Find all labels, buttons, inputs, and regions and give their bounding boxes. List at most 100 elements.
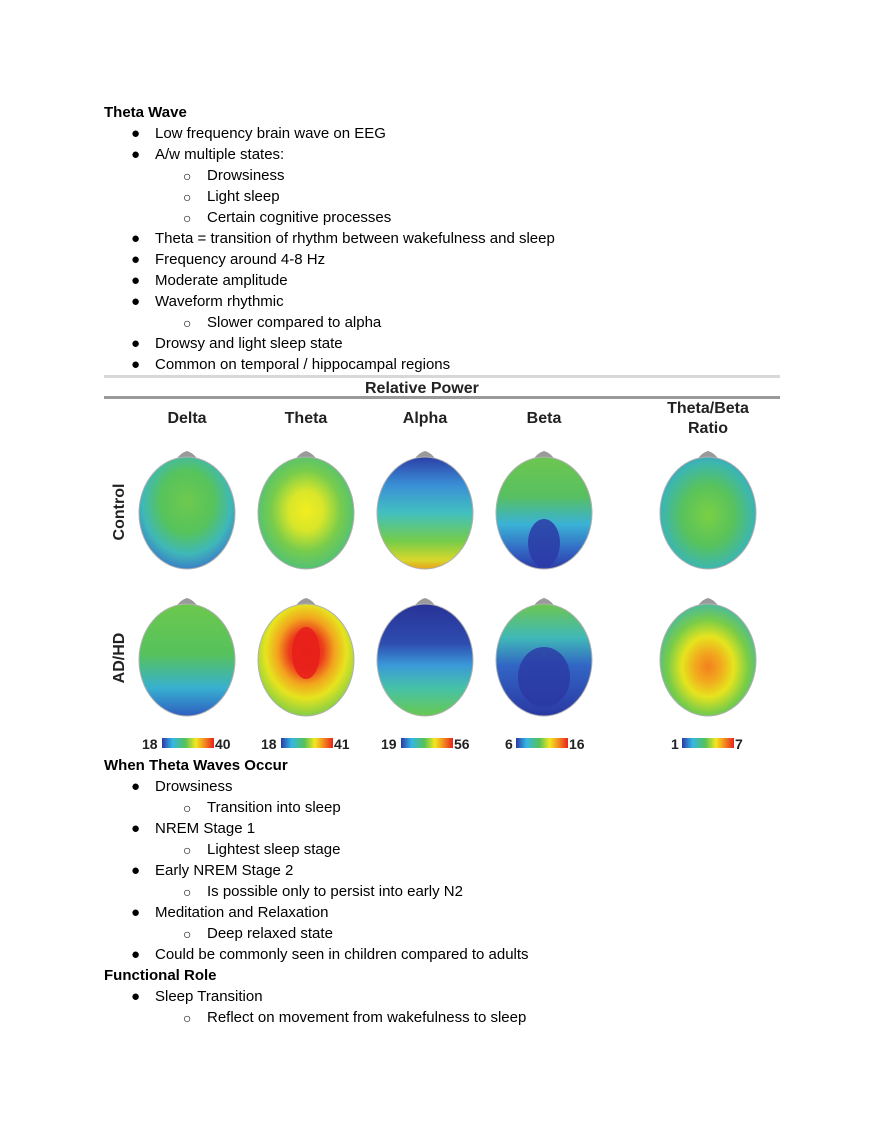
list-item: ● Moderate amplitude: [131, 271, 288, 291]
head-map-adhd-alpha: [376, 598, 474, 717]
scale-max-label: 7: [735, 736, 743, 752]
list-item-text: NREM Stage 1: [155, 820, 256, 837]
scale-gradient-bar: [162, 738, 214, 748]
list-item: ○ Light sleep: [183, 187, 280, 207]
list-item-text: Moderate amplitude: [155, 272, 288, 289]
list-item: ●Could be commonly seen in children comp…: [131, 945, 529, 965]
list-item: ○ Transition into sleep: [183, 798, 341, 818]
scale-max-label: 40: [215, 736, 231, 752]
list-item: ● Drowsiness: [131, 777, 233, 797]
scale-gradient-bar: [281, 738, 333, 748]
scale-min-label: 6: [505, 736, 513, 752]
circle-bullet-icon: ○: [183, 168, 192, 184]
scale-gradient-bar: [516, 738, 568, 748]
column-header-ratio-line1: Theta/Beta: [667, 400, 749, 417]
list-item-text: Low frequency brain wave on EEG: [155, 125, 386, 142]
list-item: ● Common on temporal / hippocampal region…: [131, 355, 451, 375]
list-item: ●Drowsy and light sleep state: [131, 334, 343, 354]
circle-bullet-icon: ○: [183, 800, 192, 816]
list-item-text: Transition into sleep: [207, 799, 341, 816]
list-item-text: Deep relaxed state: [207, 925, 333, 942]
bullet-icon: ●: [131, 946, 141, 963]
list-item: ●A/w multiple states:: [131, 145, 285, 165]
column-header-delta: Delta: [167, 410, 206, 427]
list-item-text: Theta = transition of rhythm between wak…: [155, 230, 555, 247]
bullet-icon: ●: [131, 230, 141, 247]
scale-min-label: 18: [142, 736, 158, 752]
list-item: ●Waveform rhythmic: [131, 292, 284, 312]
list-item: ●Frequency around 4-8 Hz: [131, 250, 326, 270]
head-map-adhd-delta: [138, 598, 236, 717]
color-scale-delta: 18 40: [142, 736, 231, 752]
list-item-text: Certain cognitive processes: [207, 209, 392, 226]
list-item-text: Early NREM Stage 2: [155, 862, 294, 879]
head-map-adhd-theta: [257, 598, 355, 717]
list-item: ● Low frequency brain wave on EEG: [131, 124, 386, 144]
head-map-control-delta: [138, 451, 236, 570]
section-heading-when-theta-waves-occur: When Theta Waves Occur: [104, 757, 288, 774]
figure-title: Relative Power: [365, 380, 479, 397]
column-header-alpha: Alpha: [403, 410, 448, 427]
column-header-theta: Theta: [285, 410, 328, 427]
list-item: ○ Drowsiness: [183, 166, 285, 186]
list-item-text: Slower compared to alpha: [207, 314, 382, 331]
list-item: ○ Certain cognitive processes: [183, 208, 392, 228]
column-header-beta: Beta: [527, 410, 562, 427]
bullet-icon: ●: [131, 988, 141, 1005]
list-item-text: A/w multiple states:: [155, 146, 285, 163]
scale-min-label: 1: [671, 736, 679, 752]
list-item: ● Theta = transition of rhythm between wa…: [131, 229, 555, 249]
section-heading-theta-wave: Theta Wave: [104, 104, 187, 121]
scale-min-label: 18: [261, 736, 277, 752]
scale-max-label: 16: [569, 736, 585, 752]
list-item: ● Sleep Transition: [131, 987, 263, 1007]
list-item-text: Frequency around 4-8 Hz: [155, 251, 326, 268]
list-item-text: Drowsy and light sleep state: [155, 335, 343, 352]
circle-bullet-icon: ○: [183, 210, 192, 226]
list-item-text: Drowsiness: [155, 778, 233, 795]
list-item: ● Early NREM Stage 2: [131, 861, 294, 881]
list-item-text: Sleep Transition: [155, 988, 263, 1005]
color-scale-alpha: 19 56: [381, 736, 470, 752]
color-scale-theta: 18 41: [261, 736, 350, 752]
bullet-icon: ●: [131, 125, 141, 142]
head-map-control-alpha: [376, 451, 474, 570]
row-label-control: Control: [111, 484, 128, 541]
head-map-control-theta: [257, 451, 355, 570]
head-map-control-ratio: [659, 451, 757, 570]
list-item-text: Light sleep: [207, 188, 280, 205]
color-scale-ratio: 1 7: [671, 736, 743, 752]
list-item: ○ Slower compared to alpha: [183, 313, 382, 333]
list-item-text: Is possible only to persist into early N…: [207, 883, 463, 900]
bullet-icon: ●: [131, 778, 141, 795]
color-scale-beta: 6 16: [505, 736, 585, 752]
list-item-text: Reflect on movement from wakefulness to …: [207, 1009, 527, 1026]
bullet-icon: ●: [131, 862, 141, 879]
circle-bullet-icon: ○: [183, 315, 192, 331]
column-header-ratio-line2: Ratio: [688, 420, 728, 437]
scale-gradient-bar: [401, 738, 453, 748]
bullet-icon: ●: [131, 904, 141, 921]
bullet-icon: ●: [131, 272, 141, 289]
circle-bullet-icon: ○: [183, 926, 192, 942]
scale-max-label: 41: [334, 736, 350, 752]
list-item-text: Waveform rhythmic: [155, 293, 284, 310]
row-label-adhd: AD/HD: [111, 633, 128, 684]
scale-gradient-bar: [682, 738, 734, 748]
brain-topography-image: Relative Power Delta Theta Alpha Beta Th…: [104, 375, 780, 753]
circle-bullet-icon: ○: [183, 189, 192, 205]
list-item-text: Common on temporal / hippocampal regions: [155, 356, 451, 373]
bullet-icon: ●: [131, 820, 141, 837]
figure-header-rule: [104, 396, 780, 399]
scale-min-label: 19: [381, 736, 397, 752]
circle-bullet-icon: ○: [183, 842, 192, 858]
list-item-text: Drowsiness: [207, 167, 285, 184]
scale-max-label: 56: [454, 736, 470, 752]
bullet-icon: ●: [131, 356, 141, 373]
list-item: ○Lightest sleep stage: [183, 840, 340, 860]
list-item: ● Meditation and Relaxation: [131, 903, 329, 923]
head-map-control-beta: [495, 451, 593, 570]
section-heading-functional-role: Functional Role: [104, 967, 217, 984]
list-item-text: Meditation and Relaxation: [155, 904, 329, 921]
circle-bullet-icon: ○: [183, 884, 192, 900]
